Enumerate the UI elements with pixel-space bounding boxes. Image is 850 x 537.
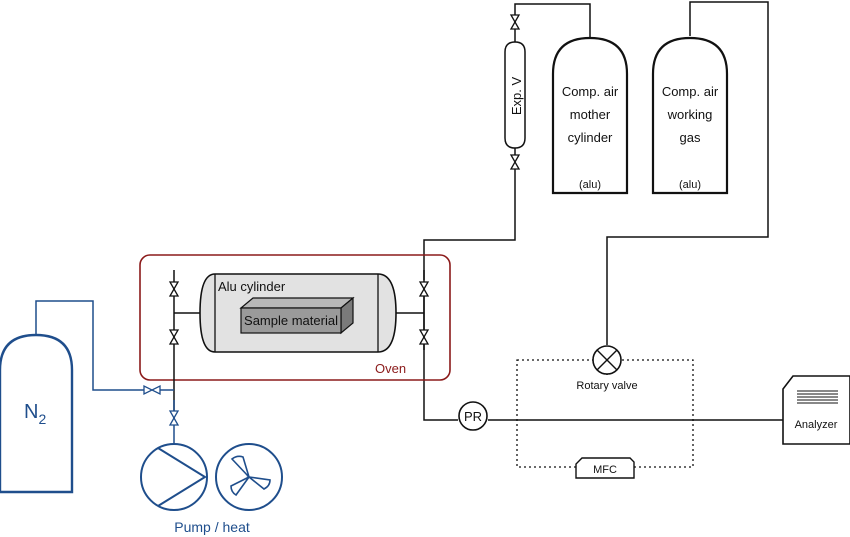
working-alu-label: (alu) (679, 179, 701, 191)
valve-icon[interactable] (419, 281, 429, 297)
valve-icon[interactable] (510, 14, 520, 30)
mfc-box[interactable]: MFC (575, 457, 635, 479)
rotary-valve-label: Rotary valve (576, 380, 637, 392)
working-cyl-line1: Comp. air (662, 84, 719, 99)
dotted-enclosure (516, 359, 694, 468)
analyzer-label: Analyzer (795, 419, 838, 431)
sample-material-label: Sample material (244, 313, 338, 328)
oven: Oven (139, 254, 451, 381)
valve-icon[interactable] (169, 281, 179, 297)
n2-label: N2 (24, 401, 46, 427)
mother-cyl-line1: Comp. air (562, 84, 619, 99)
valve-icon[interactable] (143, 385, 161, 395)
valve-icon[interactable] (169, 329, 179, 345)
working-cylinder: Comp. air working gas (alu) (651, 36, 729, 195)
valve-icon[interactable] (169, 410, 179, 426)
mother-cyl-line2: mother (570, 107, 611, 122)
pump-icon[interactable] (140, 443, 208, 511)
working-cyl-line2: working (667, 107, 713, 122)
n2-cylinder: N2 (0, 333, 74, 494)
mfc-label: MFC (593, 464, 617, 476)
mother-cylinder: Comp. air mother cylinder (alu) (551, 36, 629, 195)
oven-label: Oven (375, 361, 406, 376)
valve-icon[interactable] (419, 329, 429, 345)
pump-heat-label: Pump / heat (174, 519, 250, 535)
working-cyl-line3: gas (680, 130, 701, 145)
valve-icon[interactable] (510, 154, 520, 170)
mother-alu-label: (alu) (579, 179, 601, 191)
n2-piping (35, 300, 174, 391)
pr-regulator[interactable]: PR (458, 401, 488, 431)
sample-material: Sample material (239, 296, 355, 335)
mother-cyl-line3: cylinder (568, 130, 613, 145)
alu-cylinder-label: Alu cylinder (218, 279, 286, 294)
expansion-vessel: Exp. V (504, 30, 526, 158)
analyzer-icon[interactable]: Analyzer (782, 375, 850, 445)
pr-label: PR (464, 409, 482, 424)
fan-icon[interactable] (215, 443, 283, 511)
rotary-valve-icon[interactable] (592, 345, 622, 375)
exp-v-label: Exp. V (509, 77, 524, 116)
